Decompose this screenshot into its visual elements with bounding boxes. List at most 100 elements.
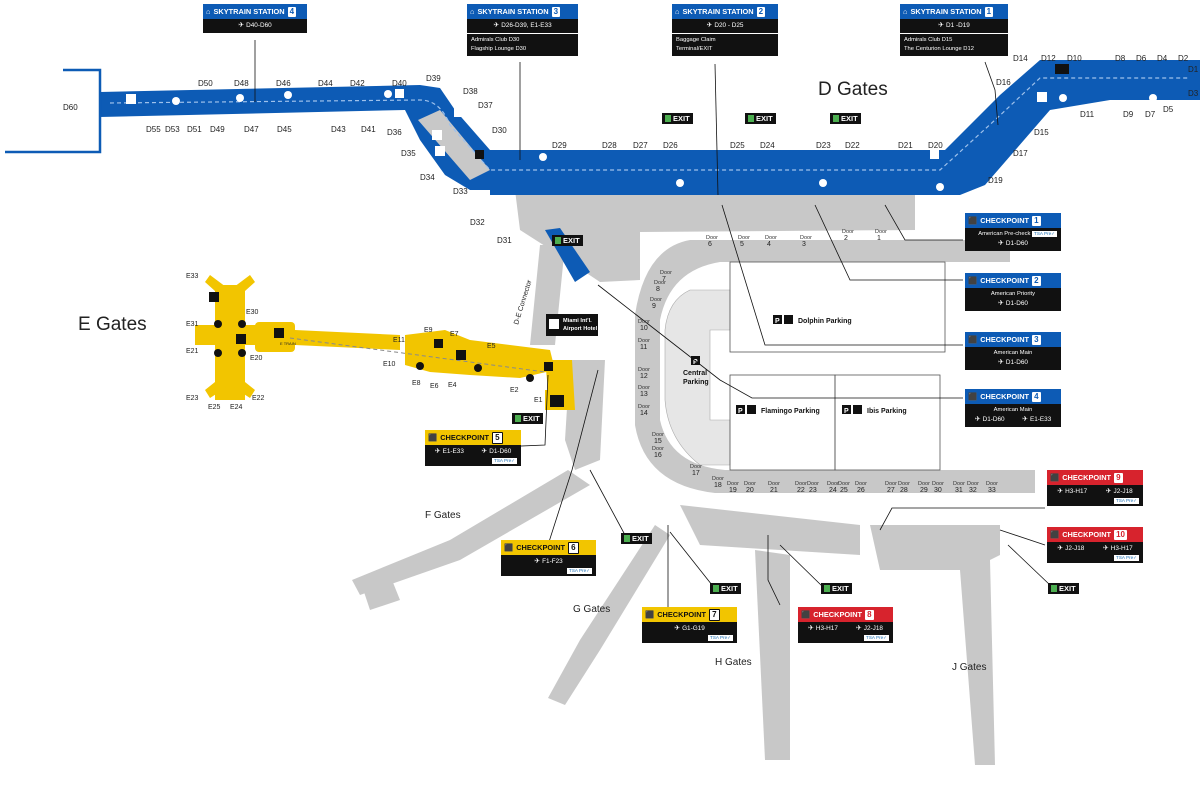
door-number[interactable]: 3: [802, 241, 806, 248]
gate-label[interactable]: E21: [186, 348, 199, 355]
door-number[interactable]: 4: [767, 241, 771, 248]
gate-label[interactable]: D34: [420, 173, 435, 182]
gate-label[interactable]: D60: [63, 103, 78, 112]
gate-label[interactable]: D10: [1067, 54, 1082, 63]
exit-sign[interactable]: EXIT: [512, 413, 543, 424]
gate-label[interactable]: D19: [988, 176, 1003, 185]
gate-label[interactable]: D32: [470, 218, 485, 227]
gate-label[interactable]: D50: [198, 79, 213, 88]
door-number[interactable]: 19: [729, 487, 737, 494]
gate-label[interactable]: E4: [448, 382, 457, 389]
door-number[interactable]: 33: [988, 487, 996, 494]
gate-label[interactable]: D21: [898, 141, 913, 150]
door-number[interactable]: 7: [662, 276, 666, 283]
door-number[interactable]: 32: [969, 487, 977, 494]
gate-label[interactable]: D7: [1145, 110, 1156, 119]
door-number[interactable]: 31: [955, 487, 963, 494]
door-number[interactable]: 22: [797, 487, 805, 494]
gate-label[interactable]: D45: [277, 125, 292, 134]
gate-label[interactable]: D1: [1188, 65, 1199, 74]
door-number[interactable]: 11: [640, 344, 647, 351]
door-number[interactable]: 5: [740, 241, 744, 248]
door-number[interactable]: 30: [934, 487, 942, 494]
gate-label[interactable]: D4: [1157, 54, 1168, 63]
exit-sign[interactable]: EXIT: [662, 113, 693, 124]
gate-label[interactable]: D42: [350, 79, 365, 88]
gate-label[interactable]: D23: [816, 141, 831, 150]
door-number[interactable]: 26: [857, 487, 865, 494]
gate-label[interactable]: D16: [996, 78, 1011, 87]
door-number[interactable]: 20: [746, 487, 754, 494]
gate-label[interactable]: D29: [552, 141, 567, 150]
door-number[interactable]: 13: [640, 391, 648, 398]
gate-label[interactable]: E8: [412, 380, 421, 387]
gate-label[interactable]: D3: [1188, 89, 1199, 98]
gate-label[interactable]: D30: [492, 126, 507, 135]
gate-label[interactable]: E25: [208, 404, 221, 411]
gate-label[interactable]: D46: [276, 79, 291, 88]
gate-label[interactable]: E1: [534, 397, 543, 404]
door-number[interactable]: 23: [809, 487, 817, 494]
door-number[interactable]: 9: [652, 303, 656, 310]
door-number[interactable]: 10: [640, 325, 648, 332]
gate-label[interactable]: D12: [1041, 54, 1056, 63]
door-number[interactable]: 18: [714, 482, 722, 489]
exit-sign[interactable]: EXIT: [552, 235, 583, 246]
gate-label[interactable]: D47: [244, 125, 259, 134]
door-number[interactable]: 14: [640, 410, 648, 417]
gate-label[interactable]: D48: [234, 79, 249, 88]
gate-label[interactable]: D15: [1034, 128, 1049, 137]
airport-hotel[interactable]: Miami Int'l. Airport Hotel: [546, 314, 598, 336]
door-number[interactable]: 21: [770, 487, 778, 494]
door-number[interactable]: 16: [654, 452, 662, 459]
gate-label[interactable]: E5: [487, 343, 496, 350]
gate-label[interactable]: D53: [165, 125, 180, 134]
door-number[interactable]: 28: [900, 487, 908, 494]
gate-label[interactable]: D40: [392, 79, 407, 88]
door-number[interactable]: 1: [877, 235, 881, 242]
gate-label[interactable]: E6: [430, 383, 439, 390]
door-number[interactable]: 24: [829, 487, 837, 494]
gate-label[interactable]: D2: [1178, 54, 1189, 63]
exit-sign[interactable]: EXIT: [745, 113, 776, 124]
gate-label[interactable]: E24: [230, 404, 243, 411]
gate-label[interactable]: D11: [1080, 110, 1095, 119]
gate-label[interactable]: E7: [450, 331, 459, 338]
gate-label[interactable]: E2: [510, 387, 519, 394]
door-number[interactable]: 12: [640, 373, 648, 380]
door-number[interactable]: 29: [920, 487, 928, 494]
gate-label[interactable]: D43: [331, 125, 346, 134]
gate-label[interactable]: E31: [186, 321, 199, 328]
door-number[interactable]: 15: [654, 438, 662, 445]
exit-sign[interactable]: EXIT: [621, 533, 652, 544]
gate-label[interactable]: E22: [252, 395, 265, 402]
gate-label[interactable]: D41: [361, 125, 376, 134]
door-number[interactable]: 8: [656, 286, 660, 293]
exit-sign[interactable]: EXIT: [821, 583, 852, 594]
gate-label[interactable]: D6: [1136, 54, 1147, 63]
ibis-parking[interactable]: P Ibis Parking: [842, 405, 907, 415]
gate-label[interactable]: D27: [633, 141, 648, 150]
gate-label[interactable]: D51: [187, 125, 202, 134]
gate-label[interactable]: D33: [453, 187, 468, 196]
gate-label[interactable]: E20: [250, 355, 263, 362]
gate-label[interactable]: E23: [186, 395, 199, 402]
gate-label[interactable]: D31: [497, 236, 512, 245]
gate-label[interactable]: D24: [760, 141, 775, 150]
gate-label[interactable]: D5: [1163, 105, 1174, 114]
gate-label[interactable]: D8: [1115, 54, 1126, 63]
gate-label[interactable]: D26: [663, 141, 678, 150]
gate-label[interactable]: D55: [146, 125, 161, 134]
door-number[interactable]: 27: [887, 487, 895, 494]
